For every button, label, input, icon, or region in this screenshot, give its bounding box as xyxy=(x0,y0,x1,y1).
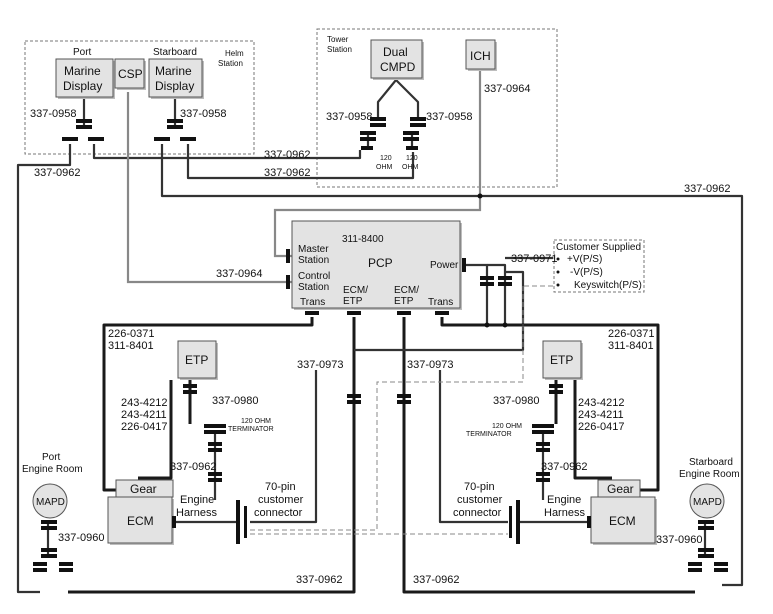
stbd-display-line1: Marine xyxy=(155,64,192,78)
label-0973-right: 337-0973 xyxy=(407,359,454,371)
customer-supplied-outline xyxy=(553,239,645,293)
customer-supplied-title: Customer Supplied xyxy=(556,242,641,253)
customer-item-3: Keyswitch(P/S) xyxy=(574,280,642,291)
ecm-left[interactable] xyxy=(107,496,173,544)
pcp-port-power: Power xyxy=(430,260,459,271)
starboard-header: Starboard xyxy=(153,47,197,58)
customer-item-1: +V(P/S) xyxy=(567,254,602,265)
customer-item-2: -V(P/S) xyxy=(570,267,603,278)
ich-label: ICH xyxy=(470,49,491,63)
gear-right-label: Gear xyxy=(607,482,634,496)
mapd-left-label: MAPD xyxy=(36,497,65,508)
connector-70pin-right xyxy=(516,500,520,544)
etp-left-label: ETP xyxy=(185,353,208,367)
port-marine-display[interactable] xyxy=(55,58,114,98)
mapd-right-label: MAPD xyxy=(693,497,722,508)
dual-cmpd-line2: CMPD xyxy=(380,60,416,74)
helm-station-outline xyxy=(24,40,255,155)
label-0958-tower-right: 337-0958 xyxy=(426,111,473,123)
label-0958-stbd: 337-0958 xyxy=(180,108,227,120)
csp-panel[interactable] xyxy=(114,58,145,89)
pcp-panel[interactable] xyxy=(291,220,461,309)
label-0962-bottom-left: 337-0962 xyxy=(296,574,343,586)
starboard-marine-display[interactable] xyxy=(148,58,203,98)
connector-70pin-left xyxy=(236,500,240,544)
label-0958-port: 337-0958 xyxy=(30,108,77,120)
connector-pins xyxy=(33,117,728,572)
customer-bullet-2 xyxy=(556,270,560,274)
label-0964-ich: 337-0964 xyxy=(484,83,531,95)
mapd-left[interactable] xyxy=(32,483,68,519)
gear-left-label: Gear xyxy=(130,482,157,496)
stbd-display-line2: Display xyxy=(155,79,194,93)
label-0980-left: 337-0980 xyxy=(212,395,259,407)
wiring-dashed xyxy=(250,285,553,535)
pcp-part-number: 311-8400 xyxy=(342,234,384,245)
customer-bullet-3 xyxy=(556,283,560,287)
label-0962-stbd: 337-0962 xyxy=(684,183,731,195)
label-0962-etp-left: 337-0962 xyxy=(170,461,217,473)
wiring-thick xyxy=(16,79,744,594)
port-header: Port xyxy=(73,47,92,58)
dual-cmpd-line1: Dual xyxy=(383,45,408,59)
part-labels: 337-0958 337-0958 337-0958 337-0958 337-… xyxy=(30,83,731,586)
label-0958-tower-left: 337-0958 xyxy=(326,111,373,123)
wiring-grey xyxy=(126,64,482,284)
connector-70pin-right-b xyxy=(509,506,512,538)
label-0971: 337-0971 xyxy=(511,253,558,265)
dual-cmpd[interactable] xyxy=(370,39,423,79)
label-0960-left: 337-0960 xyxy=(58,532,105,544)
tower-station-outline xyxy=(316,28,558,188)
label-0962-top1: 337-0962 xyxy=(264,149,311,161)
etp-right-label: ETP xyxy=(550,353,573,367)
pcp-label: PCP xyxy=(368,256,393,270)
pcp-port-ecm-etp-left: ECM/ETP xyxy=(343,285,368,307)
label-0962-port: 337-0962 xyxy=(34,167,81,179)
ich-panel[interactable] xyxy=(465,39,496,70)
ecm-right[interactable] xyxy=(590,496,656,544)
label-0962-bottom-right: 337-0962 xyxy=(413,574,460,586)
port-display-line1: Marine xyxy=(64,64,101,78)
customer-bullet-1 xyxy=(556,257,560,261)
label-0962-etp-right: 337-0962 xyxy=(541,461,588,473)
pcp-port-trans-right: Trans xyxy=(428,297,453,308)
ecm-right-label: ECM xyxy=(609,514,636,528)
label-0962-top2: 337-0962 xyxy=(264,167,311,179)
etp-right[interactable] xyxy=(542,340,582,379)
pcp-port-trans-left: Trans xyxy=(300,297,325,308)
ecm-left-label: ECM xyxy=(127,514,154,528)
label-0960-right: 337-0960 xyxy=(656,534,703,546)
pcp-port-ecm-etp-right: ECM/ETP xyxy=(394,285,419,307)
label-0964-csp: 337-0964 xyxy=(216,268,263,280)
etp-left[interactable] xyxy=(177,340,217,379)
label-0980-right: 337-0980 xyxy=(493,395,540,407)
connector-70pin-left-b xyxy=(244,506,247,538)
junction-dots xyxy=(477,193,508,328)
port-display-line2: Display xyxy=(63,79,102,93)
csp-label: CSP xyxy=(118,67,143,81)
label-0973-left: 337-0973 xyxy=(297,359,344,371)
mapd-right[interactable] xyxy=(689,483,725,519)
